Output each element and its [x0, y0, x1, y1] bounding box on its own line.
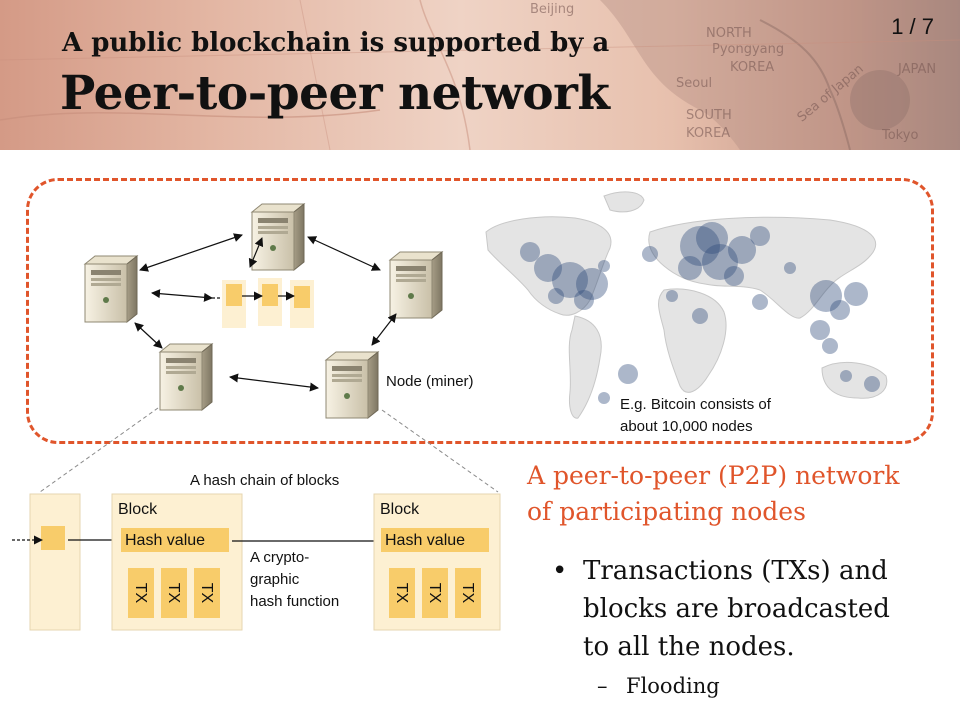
bullet-line: Transactions (TXs) and	[583, 556, 888, 586]
p2p-line: A peer-to-peer (P2P) network	[527, 461, 900, 490]
node-dot	[810, 320, 830, 340]
tx-label: TX	[132, 582, 150, 604]
map-label: Seoul	[676, 76, 713, 91]
network-links	[134, 233, 397, 392]
page-number: 1 / 7	[891, 14, 934, 39]
bullet-text: Transactions (TXs) and blocks are broadc…	[583, 552, 923, 666]
map-label: Tokyo	[882, 128, 919, 143]
header-map-background	[0, 0, 960, 150]
hash-value-label: Hash value	[125, 532, 206, 549]
node-dot	[724, 266, 744, 286]
tx-box	[161, 568, 187, 618]
previous-hash	[41, 526, 65, 550]
tx-box	[389, 568, 415, 618]
node-dot	[692, 308, 708, 324]
pending-blocks	[212, 278, 314, 328]
bullet-line: blocks are broadcasted	[583, 594, 890, 624]
map-caption: E.g. Bitcoin consists of	[620, 396, 771, 413]
hash-function-label: A crypto-	[250, 549, 310, 566]
tx-label: TX	[165, 582, 183, 604]
bullet-mark: •	[552, 556, 568, 586]
node-dot	[750, 226, 770, 246]
map-label: Beijing	[530, 2, 575, 17]
node-dot	[830, 300, 850, 320]
node-dot	[810, 280, 842, 312]
node-dot	[840, 370, 852, 382]
node-dot	[618, 364, 638, 384]
node-dot	[598, 260, 610, 272]
node-dot	[696, 222, 728, 254]
network-container	[26, 178, 934, 444]
node-dot	[728, 236, 756, 264]
map-label: Pyongyang	[712, 42, 785, 57]
node-dots	[520, 222, 880, 404]
node-dot	[666, 290, 678, 302]
node-dot	[844, 282, 868, 306]
slide-title: Peer-to-peer network	[60, 66, 610, 121]
node-dot	[574, 290, 594, 310]
node-dot	[864, 376, 880, 392]
tx-label: TX	[426, 582, 444, 604]
node-dot	[822, 338, 838, 354]
header-banner: NORTH Pyongyang KOREA Seoul SOUTH KOREA …	[0, 0, 960, 150]
node-dot	[534, 254, 562, 282]
node-dot	[680, 226, 720, 266]
map-label: KOREA	[730, 60, 775, 75]
map-caption: about 10,000 nodes	[620, 418, 753, 435]
block-label: Block	[380, 501, 420, 518]
sub-bullet-text: Flooding	[626, 674, 720, 698]
hash-chain-title: A hash chain of blocks	[190, 472, 340, 489]
tx-box	[455, 568, 481, 618]
hash-function-label: hash function	[250, 593, 340, 610]
node-dot	[552, 262, 588, 298]
map-label: SOUTH	[686, 108, 732, 123]
block-2-hash	[381, 528, 489, 552]
map-label: JAPAN	[898, 62, 937, 77]
p2p-line: of participating nodes	[527, 497, 806, 526]
map-label: KOREA	[686, 126, 731, 141]
node-dot	[702, 244, 738, 280]
node-dot	[576, 268, 608, 300]
node-dot	[598, 392, 610, 404]
node-dot	[520, 242, 540, 262]
tx-label: TX	[459, 582, 477, 604]
block-label: Block	[118, 501, 158, 518]
node-dot	[784, 262, 796, 274]
tx-label: TX	[198, 582, 216, 604]
node-label: Node (miner)	[386, 373, 474, 390]
hash-value-label: Hash value	[385, 532, 466, 549]
tx-box	[194, 568, 220, 618]
sub-bullet-mark: –	[597, 674, 608, 698]
node-dot	[678, 256, 702, 280]
world-map-icon	[485, 191, 888, 419]
tx-label: TX	[393, 582, 411, 604]
bullet-line: to all the nodes.	[583, 632, 795, 662]
node-dot	[752, 294, 768, 310]
tx-box	[128, 568, 154, 618]
map-label: NORTH	[706, 26, 752, 41]
block-1-hash	[121, 528, 229, 552]
hash-function-label: graphic	[250, 571, 300, 588]
node-dot	[548, 288, 564, 304]
p2p-heading: A peer-to-peer (P2P) network of particip…	[527, 458, 900, 530]
previous-block	[29, 493, 81, 631]
tx-box	[422, 568, 448, 618]
node-dot	[642, 246, 658, 262]
slide-subtitle: A public blockchain is supported by a	[62, 28, 610, 58]
